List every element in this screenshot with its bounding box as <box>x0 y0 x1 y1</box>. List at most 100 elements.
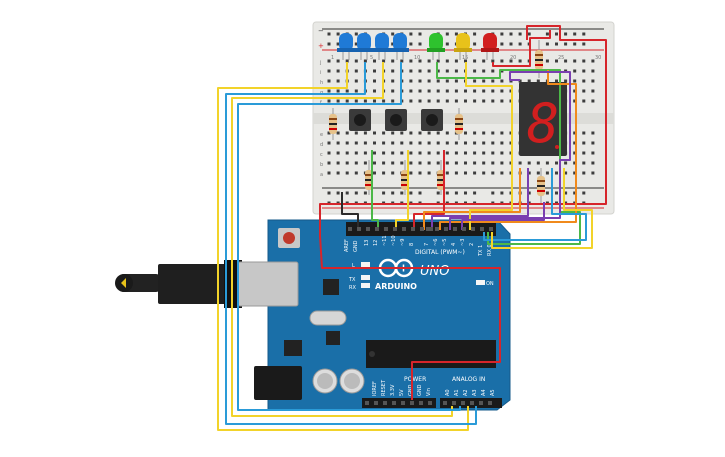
bb-hole[interactable] <box>473 89 477 93</box>
header-pin[interactable] <box>420 227 424 231</box>
bb-hole[interactable] <box>345 171 349 175</box>
bb-hole[interactable] <box>582 59 586 63</box>
bb-hole[interactable] <box>564 79 568 83</box>
bb-hole[interactable] <box>582 151 586 155</box>
bb-rail-hole[interactable] <box>527 32 531 36</box>
bb-hole[interactable] <box>491 89 495 93</box>
bb-hole[interactable] <box>418 141 422 145</box>
header-pin[interactable] <box>444 227 448 231</box>
bb-hole[interactable] <box>482 59 486 63</box>
bb-hole[interactable] <box>445 79 449 83</box>
bb-hole[interactable] <box>464 131 467 135</box>
bb-hole[interactable] <box>391 59 395 63</box>
bb-hole[interactable] <box>327 141 331 145</box>
bb-hole[interactable] <box>373 79 376 83</box>
header-pin[interactable] <box>402 227 406 231</box>
header-pin[interactable] <box>435 227 439 231</box>
wire-blue-led2-a3[interactable] <box>225 62 477 425</box>
bb-hole[interactable] <box>327 161 331 165</box>
bb-hole[interactable] <box>345 89 349 93</box>
bb-hole[interactable] <box>382 99 386 103</box>
bb-hole[interactable] <box>336 59 340 63</box>
bb-hole[interactable] <box>391 151 395 155</box>
header-pin[interactable] <box>428 401 432 405</box>
bb-hole[interactable] <box>436 79 440 83</box>
bb-rail-hole[interactable] <box>454 191 458 195</box>
bb-hole[interactable] <box>418 59 422 63</box>
bb-hole[interactable] <box>336 151 340 155</box>
bb-hole[interactable] <box>591 151 595 155</box>
bb-hole[interactable] <box>473 79 477 83</box>
wire-yellow-seg2[interactable] <box>491 168 593 249</box>
bb-hole[interactable] <box>373 69 376 73</box>
bb-hole[interactable] <box>327 59 331 63</box>
header-pin[interactable] <box>357 227 361 231</box>
bb-hole[interactable] <box>536 161 540 165</box>
bb-hole[interactable] <box>354 141 358 145</box>
bb-hole[interactable] <box>382 151 386 155</box>
bb-hole[interactable] <box>500 59 504 63</box>
bb-rail-hole[interactable] <box>418 42 422 46</box>
header-pin[interactable] <box>419 401 423 405</box>
bb-rail-hole[interactable] <box>555 191 558 195</box>
bb-hole[interactable] <box>582 89 586 93</box>
bb-rail-hole[interactable] <box>500 32 504 36</box>
bb-hole[interactable] <box>336 141 340 145</box>
bb-rail-hole[interactable] <box>418 32 422 36</box>
header-pin[interactable] <box>461 401 465 405</box>
bb-hole[interactable] <box>518 79 522 83</box>
bb-rail-hole[interactable] <box>445 191 449 195</box>
bb-hole[interactable] <box>591 69 595 73</box>
bb-hole[interactable] <box>427 161 431 165</box>
header-pin[interactable] <box>384 227 388 231</box>
bb-hole[interactable] <box>591 99 595 103</box>
bb-hole[interactable] <box>427 89 431 93</box>
bb-rail-hole[interactable] <box>573 32 577 36</box>
bb-hole[interactable] <box>545 59 549 63</box>
bb-rail-hole[interactable] <box>409 32 413 36</box>
bb-rail-hole[interactable] <box>473 191 477 195</box>
led-blue-1[interactable] <box>337 33 355 60</box>
bb-hole[interactable] <box>555 161 558 165</box>
bb-hole[interactable] <box>445 99 449 103</box>
bb-hole[interactable] <box>354 161 358 165</box>
seven-segment-display[interactable]: 8 <box>519 82 567 156</box>
bb-hole[interactable] <box>473 69 477 73</box>
header-pin[interactable] <box>392 401 396 405</box>
bb-hole[interactable] <box>436 89 440 93</box>
header-pin[interactable] <box>348 227 352 231</box>
bb-hole[interactable] <box>482 161 486 165</box>
bb-rail-hole[interactable] <box>336 191 340 195</box>
bb-rail-hole[interactable] <box>564 32 568 36</box>
bb-hole[interactable] <box>582 99 586 103</box>
bb-hole[interactable] <box>382 161 386 165</box>
bb-hole[interactable] <box>436 59 440 63</box>
bb-hole[interactable] <box>473 171 477 175</box>
bb-hole[interactable] <box>436 69 440 73</box>
bb-hole[interactable] <box>409 131 413 135</box>
header-pin[interactable] <box>393 227 397 231</box>
bb-rail-hole[interactable] <box>573 42 577 46</box>
bb-hole[interactable] <box>454 79 458 83</box>
bb-hole[interactable] <box>354 99 358 103</box>
bb-hole[interactable] <box>409 99 413 103</box>
bb-hole[interactable] <box>409 69 413 73</box>
bb-hole[interactable] <box>591 79 595 83</box>
bb-hole[interactable] <box>418 151 422 155</box>
bb-hole[interactable] <box>527 161 531 165</box>
bb-hole[interactable] <box>482 141 486 145</box>
bb-hole[interactable] <box>527 171 531 175</box>
bb-hole[interactable] <box>436 151 440 155</box>
bb-hole[interactable] <box>409 161 413 165</box>
bb-hole[interactable] <box>354 69 358 73</box>
bb-hole[interactable] <box>482 131 486 135</box>
header-pin[interactable] <box>411 227 415 231</box>
bb-hole[interactable] <box>473 161 477 165</box>
bb-hole[interactable] <box>373 89 376 93</box>
bb-hole[interactable] <box>536 79 540 83</box>
bb-rail-hole[interactable] <box>345 191 349 195</box>
bb-hole[interactable] <box>363 131 367 135</box>
bb-rail-hole[interactable] <box>327 191 331 195</box>
bb-hole[interactable] <box>354 89 358 93</box>
bb-hole[interactable] <box>545 161 549 165</box>
